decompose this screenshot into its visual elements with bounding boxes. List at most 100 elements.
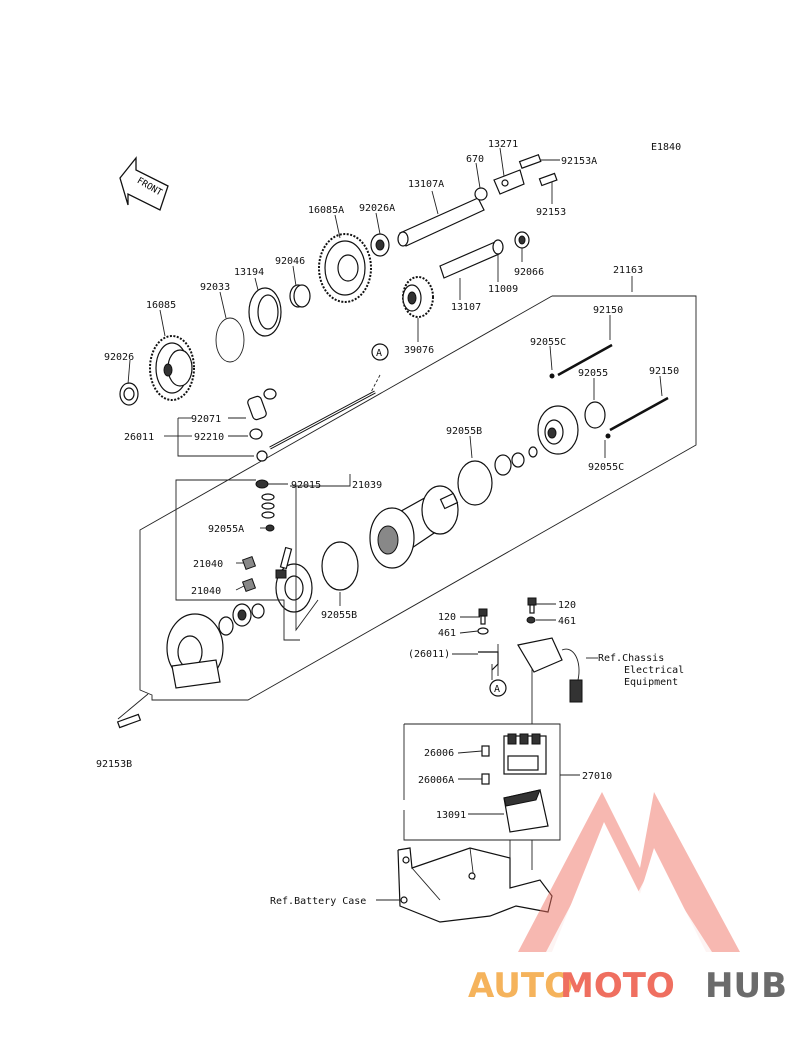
- shaft-13107: [439, 241, 500, 279]
- label-21039: 21039: [352, 480, 382, 491]
- ref-chassis-line2: Electrical: [624, 665, 684, 676]
- label-27010: 27010: [582, 771, 612, 782]
- brush-21040-lower: [241, 577, 257, 593]
- relay-27010: [503, 733, 547, 775]
- nut-92210: [249, 428, 263, 440]
- label-26011-paren: (26011): [408, 649, 450, 660]
- brush-holder-21039: [275, 546, 313, 613]
- label-92153: 92153: [536, 207, 566, 218]
- bracket-21039-top: [290, 474, 351, 487]
- washer-92055C-lower: [605, 433, 611, 439]
- cover-13091: [503, 789, 549, 833]
- label-11009: 11009: [488, 284, 518, 295]
- group-outline-27010: [403, 723, 561, 841]
- label-92055A: 92055A: [208, 524, 244, 535]
- front-arrow-icon: FRONT: [119, 156, 169, 211]
- watermark-moto: MOTO: [560, 966, 675, 1006]
- label-92153A: 92153A: [561, 156, 597, 167]
- label-92150-upper: 92150: [593, 305, 623, 316]
- end-cover-rear: [537, 405, 579, 455]
- watermark-hub: HUB: [705, 966, 787, 1006]
- label-92055: 92055: [578, 368, 608, 379]
- label-92071: 92071: [191, 414, 221, 425]
- nut-92066: [514, 231, 530, 249]
- battery-case: [397, 840, 553, 923]
- label-92055C-upper: 92055C: [530, 337, 566, 348]
- oring-92055: [584, 401, 606, 429]
- label-92210: 92210: [194, 432, 224, 443]
- label-92033: 92033: [200, 282, 230, 293]
- label-120-left: 120: [438, 612, 456, 623]
- washer-92055C-upper: [549, 373, 555, 379]
- label-92055B-lower: 92055B: [321, 610, 357, 621]
- leader-callout-a-top: [369, 374, 381, 395]
- label-92046: 92046: [275, 256, 305, 267]
- label-13107: 13107: [451, 302, 481, 313]
- bolt-92150-lower: [609, 396, 669, 432]
- label-92026A: 92026A: [359, 203, 395, 214]
- gear-39076: [402, 276, 434, 318]
- label-92055B-upper: 92055B: [446, 426, 482, 437]
- washer-11009: [492, 239, 504, 255]
- watermark-text: AUTO MOTO HUB: [468, 966, 787, 1006]
- bearing-92026A: [370, 233, 390, 257]
- bolt-92153: [538, 172, 558, 187]
- watermark-logo: [518, 792, 740, 952]
- end-cover-front: [166, 613, 224, 689]
- label-461-right: 461: [558, 616, 576, 627]
- label-16085A: 16085A: [308, 205, 344, 216]
- label-92015: 92015: [291, 480, 321, 491]
- shaft-13107A: [397, 197, 485, 247]
- cable-26011: [256, 390, 376, 462]
- watermark-auto: AUTO: [468, 966, 573, 1006]
- label-461-left: 461: [438, 628, 456, 639]
- oring-92055B-upper: [457, 460, 493, 506]
- bracket-13271: [493, 169, 525, 195]
- bearing-set-rear: [494, 446, 538, 476]
- svg-text:A: A: [494, 684, 500, 695]
- label-92026: 92026: [104, 352, 134, 363]
- label-13107A: 13107A: [408, 179, 444, 190]
- leader-92153B: [117, 693, 149, 720]
- reference-notes: Ref.Chassis Electrical Equipment Ref.Bat…: [270, 653, 684, 907]
- label-26006: 26006: [424, 748, 454, 759]
- gear-16085: [149, 335, 195, 401]
- label-21040-lower: 21040: [191, 586, 221, 597]
- label-92153B: 92153B: [96, 759, 132, 770]
- ref-chassis-line3: Equipment: [624, 677, 678, 688]
- bolt-92150-upper: [557, 343, 613, 377]
- svg-text:A: A: [376, 348, 382, 359]
- label-13271: 13271: [488, 139, 518, 150]
- terminal-26011: [478, 651, 499, 680]
- label-13194: 13194: [234, 267, 264, 278]
- label-26011: 26011: [124, 432, 154, 443]
- relay-connector: [517, 637, 583, 703]
- washer-461-left: [477, 627, 489, 635]
- leader-lines: [127, 147, 663, 815]
- bolt-120-right: [527, 597, 537, 614]
- bearing-92046: [289, 284, 311, 308]
- ref-chassis-line1: Ref.Chassis: [598, 653, 664, 664]
- label-21040-upper: 21040: [193, 559, 223, 570]
- label-16085: 16085: [146, 300, 176, 311]
- label-13091: 13091: [436, 810, 466, 821]
- label-92150-lower: 92150: [649, 366, 679, 377]
- fuse-26006: [481, 745, 490, 757]
- washer-461-right: [526, 616, 536, 624]
- motor-housing-21163: [369, 485, 459, 569]
- bearing-front: [218, 603, 265, 636]
- washer-stack-92015: [255, 479, 275, 532]
- bolt-120-left: [478, 608, 488, 625]
- label-92055C-lower: 92055C: [588, 462, 624, 473]
- label-670: 670: [466, 154, 484, 165]
- bracket-26011: [177, 418, 254, 457]
- ref-battery-case: Ref.Battery Case: [270, 896, 366, 907]
- bracket-21039-side: [295, 486, 319, 632]
- boot-92071: [247, 388, 277, 421]
- group-outline-21163: [139, 295, 697, 701]
- fuse-26006A: [481, 773, 490, 785]
- bearing-92026: [119, 382, 139, 406]
- label-26006A: 26006A: [418, 775, 454, 786]
- diagram-code: E1840: [651, 142, 681, 153]
- bolt-92153B: [116, 713, 142, 729]
